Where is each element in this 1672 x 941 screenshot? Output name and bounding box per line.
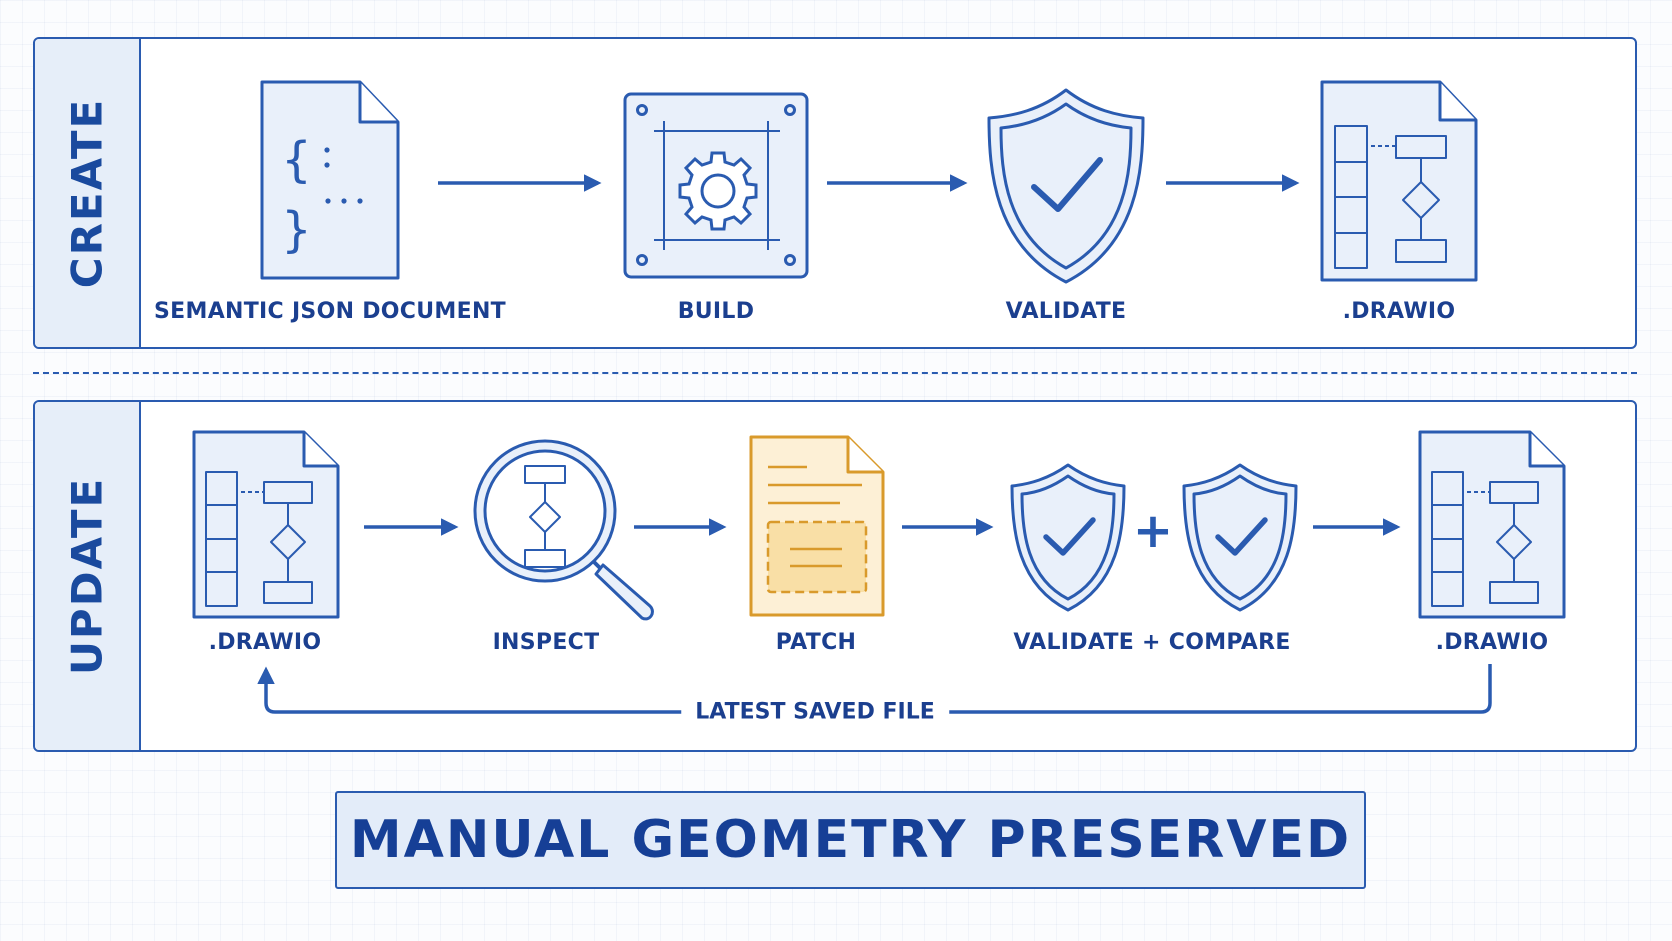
compare-shield-icon <box>1182 463 1298 612</box>
step-label-drawio-source: .DRAWIO <box>208 630 322 655</box>
drawio-source-file-icon <box>192 430 340 619</box>
svg-text:{: { <box>282 132 311 188</box>
step-label-drawio: .DRAWIO <box>1342 299 1456 324</box>
patch-document-icon <box>749 435 885 617</box>
plus-symbol: + <box>1133 503 1173 559</box>
section-divider <box>33 372 1637 374</box>
drawio-file-icon <box>1320 80 1478 282</box>
validate-shield-icon <box>987 88 1145 284</box>
json-document-icon: { } <box>260 80 400 280</box>
manual-geometry-banner: MANUAL GEOMETRY PRESERVED <box>335 791 1366 889</box>
step-label-build: BUILD <box>677 299 755 324</box>
step-label-patch: PATCH <box>775 630 857 655</box>
drawio-result-file-icon <box>1418 430 1566 619</box>
banner-text: MANUAL GEOMETRY PRESERVED <box>349 810 1352 870</box>
update-section-label: UPDATE <box>35 402 141 750</box>
validate-shield-icon <box>1010 463 1126 612</box>
loop-label-latest-saved-file: LATEST SAVED FILE <box>681 699 949 725</box>
step-label-validate: VALIDATE <box>1005 299 1127 324</box>
step-label-inspect: INSPECT <box>492 630 600 655</box>
step-label-drawio-result: .DRAWIO <box>1435 630 1549 655</box>
step-label-json-document: SEMANTIC JSON DOCUMENT <box>154 299 506 324</box>
step-label-validate-compare: VALIDATE + COMPARE <box>1013 630 1291 655</box>
build-gear-icon <box>623 92 809 279</box>
svg-text:}: } <box>282 202 311 258</box>
inspect-magnifier-icon <box>473 439 654 621</box>
create-section-label: CREATE <box>35 39 141 347</box>
